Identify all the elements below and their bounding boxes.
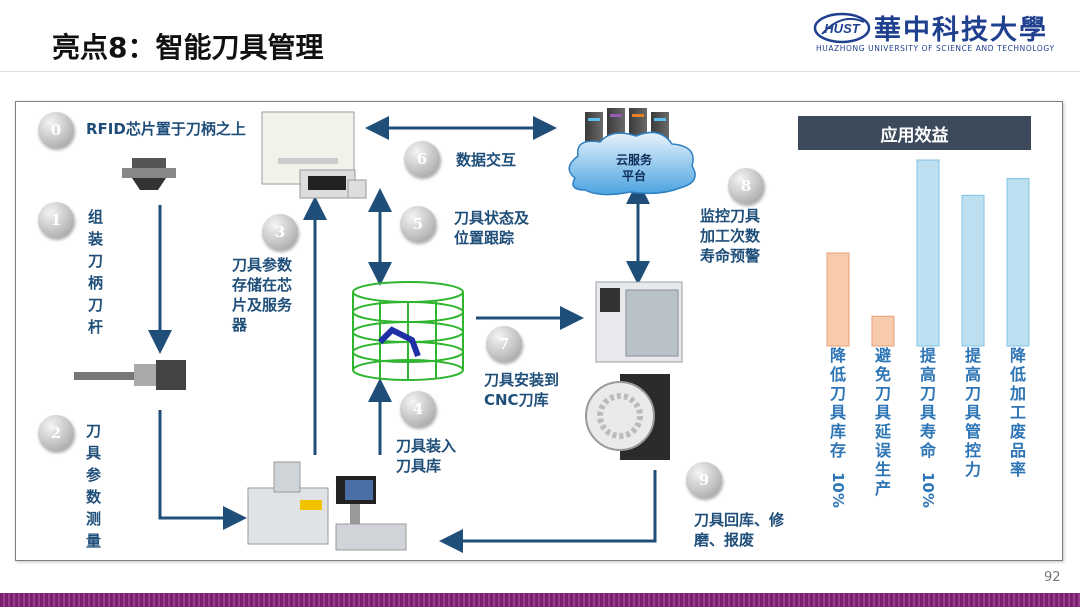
- step-label-6: 数据交互: [456, 150, 516, 170]
- step-badge-3: 3: [262, 214, 298, 250]
- step-badge-9: 9: [686, 462, 722, 498]
- tool-storage-icon: [353, 282, 463, 380]
- page-number: 92: [1044, 570, 1061, 585]
- footer-band: [0, 593, 1080, 607]
- bar-0: [827, 253, 849, 346]
- bar-category-label-3: 提高刀具管控力: [964, 346, 982, 479]
- chart-title: 应用效益: [798, 116, 1031, 150]
- step-badge-6: 6: [404, 141, 440, 177]
- bar-category-label-2: 提高刀具寿命: [919, 346, 937, 460]
- computer-icon: [262, 112, 366, 198]
- step-label-5: 刀具状态及位置跟踪: [454, 208, 529, 248]
- step-badge-0: 0: [38, 112, 74, 148]
- bar-percent-label-0: 10%: [829, 472, 847, 508]
- bar-1: [872, 316, 894, 346]
- step-badge-5: 5: [400, 206, 436, 242]
- step-badge-2: 2: [38, 415, 74, 451]
- bar-percent-label-2: 10%: [919, 472, 937, 508]
- step-badge-4: 4: [400, 391, 436, 427]
- cnc-machine-icon: [596, 282, 682, 362]
- step-label-0: RFID芯片置于刀柄之上: [86, 119, 246, 139]
- step-label-4: 刀具装入刀具库: [396, 436, 456, 476]
- step-label-1: 组装刀柄刀杆: [88, 206, 106, 338]
- arrow-step9: [448, 470, 655, 541]
- bar-2: [917, 160, 939, 346]
- tool-holder-icon: [122, 158, 176, 190]
- tool-magazine-icon: [586, 374, 670, 460]
- assembled-tool-icon: [74, 360, 186, 390]
- step-badge-1: 1: [38, 202, 74, 238]
- arrow-step2: [160, 410, 238, 518]
- bar-category-label-0: 降低刀具库存: [829, 346, 847, 460]
- step-label-9: 刀具回库、修磨、报废: [694, 510, 784, 550]
- cloud-label: 云服务平台: [604, 152, 664, 184]
- step-label-8: 监控刀具加工次数寿命预警: [700, 206, 760, 266]
- presetter-machine-icon: [248, 462, 406, 550]
- bar-category-label-1: 避免刀具延误生产: [874, 346, 892, 498]
- step-badge-8: 8: [728, 168, 764, 204]
- bar-category-label-4: 降低加工废品率: [1009, 346, 1027, 479]
- step-label-2: 刀具参数测量: [86, 420, 104, 552]
- step-label-3: 刀具参数存储在芯片及服务器: [232, 255, 292, 335]
- step-badge-7: 7: [486, 326, 522, 362]
- bar-4: [1007, 179, 1029, 346]
- benefit-bar-chart: [800, 150, 1040, 350]
- bar-3: [962, 195, 984, 346]
